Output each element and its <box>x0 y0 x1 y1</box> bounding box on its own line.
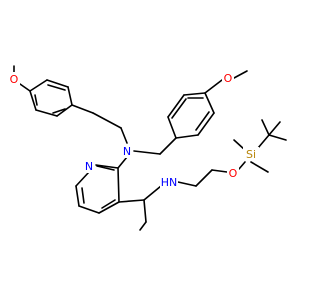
molecule-canvas: O O O N N HN Si <box>8 65 287 231</box>
label-bg <box>83 159 95 173</box>
bond-line <box>204 92 215 114</box>
silicon-atom: Si <box>246 148 256 161</box>
bond-line <box>167 94 185 118</box>
bond-line <box>159 137 177 155</box>
label-bg <box>222 71 234 85</box>
structure-diagram: O O O N N HN Si <box>8 65 287 231</box>
bond-line <box>78 205 100 214</box>
bond-line <box>34 94 38 106</box>
bond-line <box>19 83 31 92</box>
bond-line <box>75 171 90 187</box>
bond-line <box>46 79 69 88</box>
bond-line <box>67 86 73 106</box>
label-bg <box>243 147 259 161</box>
atom-label-layer: O O O N N HN Si <box>8 71 259 189</box>
bond-line <box>95 164 119 169</box>
bond-line <box>52 108 66 114</box>
bond-line <box>143 185 162 201</box>
bond-line <box>117 167 120 203</box>
bond-line <box>233 70 248 79</box>
pyridine-nitrogen: N <box>85 160 93 173</box>
bond-line <box>117 156 128 169</box>
bond-line <box>211 169 228 173</box>
bond-line <box>143 199 147 223</box>
bond-line <box>261 119 270 136</box>
bond-line <box>268 134 287 141</box>
bond-line <box>81 187 85 204</box>
bond-line <box>47 84 66 91</box>
bond-line <box>183 92 206 96</box>
bond-line <box>175 134 199 139</box>
bond-line <box>71 104 94 114</box>
bond-line <box>120 127 128 144</box>
bond-line <box>92 112 122 129</box>
bond-line <box>98 201 120 214</box>
bond-line <box>29 79 48 92</box>
methyl-bond <box>139 221 147 231</box>
bond-line <box>204 79 223 94</box>
amine-nitrogen: N <box>123 145 131 158</box>
methoxy-oxygen-left: O <box>10 73 19 86</box>
bond-line <box>75 185 80 207</box>
bond-line <box>250 161 269 173</box>
bond-line <box>29 90 37 111</box>
bond-line <box>195 111 210 131</box>
bond-line <box>197 112 215 136</box>
methoxy-oxygen-right: O <box>224 72 233 85</box>
label-bg <box>8 72 20 86</box>
bond-line <box>257 134 270 149</box>
bond-line <box>195 169 213 187</box>
label-bg <box>121 144 133 158</box>
label-bg <box>160 175 178 189</box>
secondary-amine-nh: HN <box>161 176 178 189</box>
label-bg <box>227 166 239 180</box>
bond-line <box>96 165 115 171</box>
bond-layer <box>13 65 287 231</box>
bond-line <box>177 181 197 187</box>
bond-line <box>238 161 246 170</box>
silyl-ether-oxygen: O <box>229 167 238 180</box>
bond-line <box>171 98 187 119</box>
bond-line <box>268 121 281 136</box>
bond-line <box>167 116 177 139</box>
bond-line <box>133 150 161 155</box>
bond-line <box>101 199 116 209</box>
bond-line <box>56 104 73 117</box>
bond-line <box>35 109 58 117</box>
bond-line <box>118 199 145 203</box>
